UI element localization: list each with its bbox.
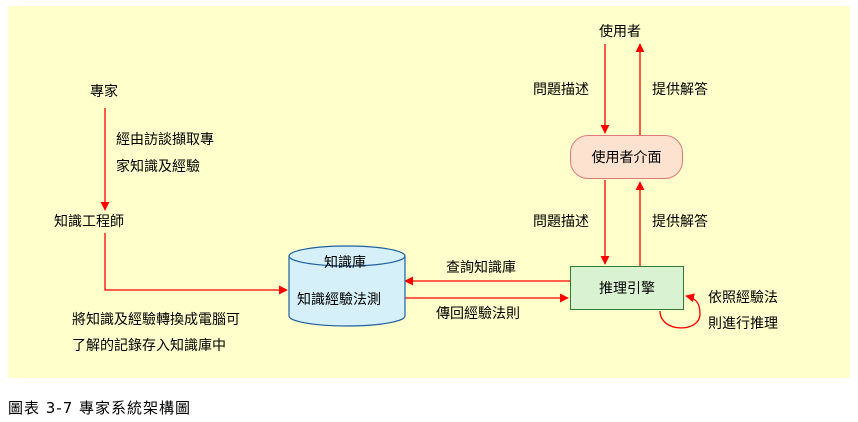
inference-engine-node: 推理引擎 xyxy=(570,266,684,310)
user-interface-node: 使用者介面 xyxy=(570,135,683,179)
user-node: 使用者 xyxy=(599,24,641,40)
expert-node: 專家 xyxy=(90,84,118,100)
knowledge-base-body: 知識經驗法測 xyxy=(297,292,381,308)
return-rules-label: 傳回經驗法則 xyxy=(436,306,520,322)
diagram-panel xyxy=(8,6,850,378)
knowledge-base-cylinder xyxy=(288,245,406,327)
convert-label-line2: 了解的記錄存入知識庫中 xyxy=(72,338,226,354)
arrow-engine-self-loop xyxy=(659,293,701,329)
interview-label-line2: 家知識及經驗 xyxy=(116,159,200,175)
provide-answer-bottom-label: 提供解答 xyxy=(652,214,708,230)
knowledge-engineer-node: 知識工程師 xyxy=(54,214,124,230)
self-loop-label-line2: 則進行推理 xyxy=(708,316,778,332)
convert-label-line1: 將知識及經驗轉換成電腦可 xyxy=(72,312,240,328)
provide-answer-top-label: 提供解答 xyxy=(652,82,708,98)
arrow-engineer-to-kb xyxy=(104,233,288,295)
query-kb-label: 查詢知識庫 xyxy=(446,260,516,276)
knowledge-base-title: 知識庫 xyxy=(324,255,366,271)
problem-desc-top-label: 問題描述 xyxy=(533,82,589,98)
figure-caption: 圖表 3-7 專家系統架構圖 xyxy=(8,399,192,417)
self-loop-label-line1: 依照經驗法 xyxy=(708,290,778,306)
problem-desc-bottom-label: 問題描述 xyxy=(533,214,589,230)
interview-label-line1: 經由訪談擷取專 xyxy=(116,132,214,148)
